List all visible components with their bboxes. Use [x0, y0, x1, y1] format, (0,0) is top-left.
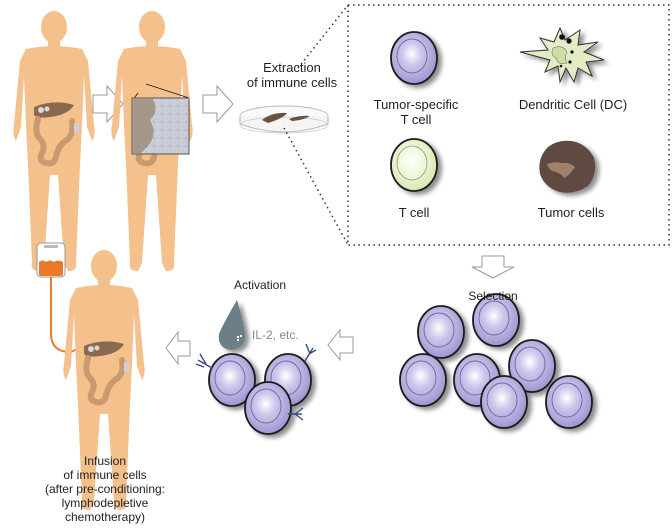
activation-label: Activation [233, 278, 287, 292]
extraction-label-line1: Extraction [263, 60, 321, 75]
infusion-label-line3: (after pre-conditioning: [44, 482, 166, 496]
selected-t-cell [545, 375, 593, 429]
infusion-label-line2: of immune cells [63, 468, 147, 482]
activated-t-cell [244, 381, 292, 435]
infusion-bag-icon [36, 242, 66, 278]
t-cell-icon [390, 138, 438, 192]
t-cell-receptor-icons [195, 343, 317, 421]
petri-dish-icon [239, 105, 329, 134]
tumor-cells-label: Tumor cells [537, 205, 605, 220]
selected-t-cell [399, 353, 447, 407]
arrow-right-2 [202, 85, 234, 123]
zoom-connector-lines [283, 4, 349, 246]
tumor-specific-t-cell-label: Tumor-specific T cell [364, 97, 468, 127]
infusion-label-line5: chemotherapy) [64, 510, 146, 524]
t-cell-label: T cell [398, 205, 430, 220]
tumor-specific-t-cell-icon [390, 31, 438, 85]
dendritic-cell-label: Dendritic Cell (DC) [518, 97, 628, 112]
selection-label: Selection [468, 289, 518, 303]
cytokine-label: IL-2, etc. [252, 328, 299, 342]
cytokine-droplet-icon [218, 300, 246, 350]
patient-body-1 [13, 11, 94, 271]
infusion-label-line1: Infusion [83, 454, 127, 468]
infusion-label: Infusion of immune cells (after pre-cond… [25, 454, 185, 524]
arrow-down-selection [471, 255, 515, 279]
arrow-left-activation [327, 328, 354, 362]
extraction-label-line2: of immune cells [246, 75, 338, 90]
tumor-specific-t-cell-label-line1: Tumor-specific [373, 97, 459, 112]
cell-legend-box [347, 4, 670, 246]
arrow-left-infusion [165, 330, 191, 366]
extraction-label: Extraction of immune cells [242, 60, 342, 90]
dendritic-cell-icon [519, 26, 605, 84]
selected-t-cell-cluster [399, 293, 593, 429]
infusion-label-line4: lymphodepletive [61, 496, 149, 510]
activated-t-cell-cluster [208, 353, 312, 435]
tumor-specific-t-cell-label-line2: T cell [400, 112, 432, 127]
tumor-cell-icon [539, 140, 596, 193]
selected-t-cell [417, 305, 465, 359]
tissue-biopsy-inset [131, 83, 190, 155]
selected-t-cell [480, 375, 528, 429]
